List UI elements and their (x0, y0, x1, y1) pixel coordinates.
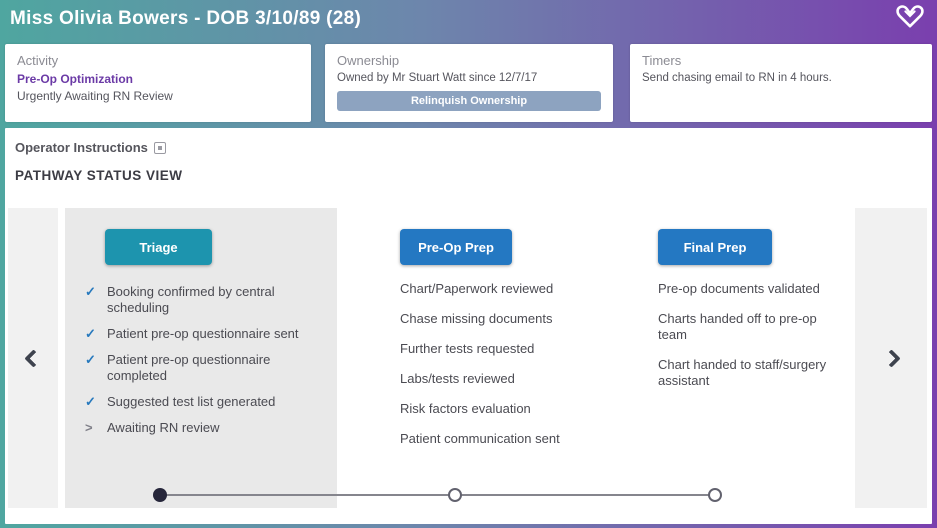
list-item: Charts handed off to pre-op team (658, 311, 848, 343)
progress-dot-pre-op-prep[interactable] (448, 488, 462, 502)
relinquish-ownership-button[interactable]: Relinquish Ownership (337, 91, 601, 111)
stage-button-pre-op-prep[interactable]: Pre-Op Prep (400, 229, 512, 265)
item-text: Labs/tests reviewed (400, 371, 515, 386)
timers-card: Timers Send chasing email to RN in 4 hou… (630, 44, 932, 122)
stage-button-final-prep[interactable]: Final Prep (658, 229, 772, 265)
list-item: ✓ Patient pre-op questionnaire sent (85, 326, 330, 342)
activity-card: Activity Pre-Op Optimization Urgently Aw… (5, 44, 311, 122)
item-text: Risk factors evaluation (400, 401, 531, 416)
timer-detail: Send chasing email to RN in 4 hours. (642, 72, 832, 84)
check-icon: ✓ (85, 326, 96, 341)
stage-button-triage[interactable]: Triage (105, 229, 212, 265)
pathway-panel: Operator Instructions PATHWAY STATUS VIE… (5, 128, 932, 524)
list-item: ✓ Booking confirmed by central schedulin… (85, 284, 330, 316)
prev-stage-button[interactable] (8, 208, 58, 508)
pathway-carousel: Triage Pre-Op Prep Final Prep ✓ Booking … (5, 201, 932, 513)
heart-logo-icon (895, 4, 925, 34)
triage-checklist: ✓ Booking confirmed by central schedulin… (85, 284, 330, 436)
ownership-detail: Owned by Mr Stuart Watt since 12/7/17 (337, 72, 538, 84)
list-item: Patient communication sent (400, 431, 610, 447)
header-bar: Miss Olivia Bowers - DOB 3/10/89 (28) (0, 0, 937, 38)
item-text: Further tests requested (400, 341, 535, 356)
list-item: Chart/Paperwork reviewed (400, 281, 610, 297)
pre-op-prep-checklist: Chart/Paperwork reviewed Chase missing d… (400, 281, 610, 447)
ownership-heading: Ownership (337, 53, 400, 68)
progress-dot-triage[interactable] (153, 488, 167, 502)
final-prep-checklist: Pre-op documents validated Charts handed… (658, 281, 848, 389)
chevron-left-icon (23, 348, 43, 368)
activity-status: Urgently Awaiting RN Review (17, 89, 173, 103)
check-icon: ✓ (85, 284, 96, 299)
summary-cards-row: Activity Pre-Op Optimization Urgently Aw… (5, 44, 932, 122)
progress-dot-final-prep[interactable] (708, 488, 722, 502)
pending-chevron-icon: > (85, 420, 93, 435)
timers-heading: Timers (642, 53, 682, 68)
activity-pathway-link[interactable]: Pre-Op Optimization (17, 72, 134, 86)
next-stage-button[interactable] (855, 208, 927, 508)
list-item: > Awaiting RN review (85, 420, 330, 436)
item-text: Pre-op documents validated (658, 281, 820, 296)
list-item: Chase missing documents (400, 311, 610, 327)
list-item: Risk factors evaluation (400, 401, 610, 417)
chevron-right-icon (881, 348, 901, 368)
item-text: Chase missing documents (400, 311, 553, 326)
item-text: Patient pre-op questionnaire completed (107, 352, 271, 383)
item-text: Patient pre-op questionnaire sent (107, 326, 299, 341)
check-icon: ✓ (85, 352, 96, 367)
item-text: Patient communication sent (400, 431, 560, 446)
item-text: Chart handed to staff/surgery assistant (658, 357, 827, 388)
stage-progress-track (160, 494, 715, 496)
list-item: Chart handed to staff/surgery assistant (658, 357, 848, 389)
operator-instructions: Operator Instructions (15, 140, 166, 155)
list-item: Labs/tests reviewed (400, 371, 610, 387)
list-item: ✓ Suggested test list generated (85, 394, 330, 410)
list-item: Pre-op documents validated (658, 281, 848, 297)
list-item: Further tests requested (400, 341, 610, 357)
patient-title: Miss Olivia Bowers - DOB 3/10/89 (28) (10, 8, 362, 29)
item-text: Chart/Paperwork reviewed (400, 281, 554, 296)
operator-instructions-label: Operator Instructions (15, 140, 148, 155)
check-icon: ✓ (85, 394, 96, 409)
item-text: Booking confirmed by central scheduling (107, 284, 275, 315)
list-item: ✓ Patient pre-op questionnaire completed (85, 352, 330, 384)
item-text: Charts handed off to pre-op team (658, 311, 817, 342)
item-text: Suggested test list generated (107, 394, 276, 409)
item-text: Awaiting RN review (107, 420, 220, 435)
expand-square-icon[interactable] (153, 141, 166, 154)
ownership-card: Ownership Owned by Mr Stuart Watt since … (325, 44, 613, 122)
activity-heading: Activity (17, 53, 59, 68)
pathway-status-view-title: PATHWAY STATUS VIEW (15, 168, 183, 183)
